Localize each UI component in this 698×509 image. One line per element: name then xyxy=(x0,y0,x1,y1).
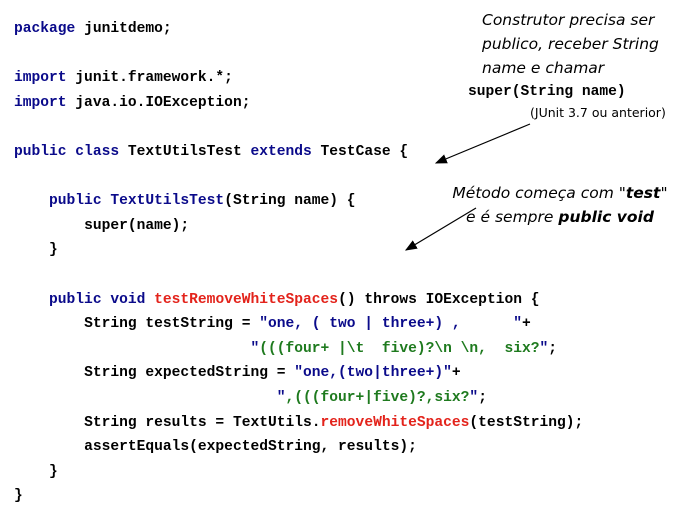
method-note-line2-bold: public void xyxy=(558,208,654,226)
code-line: super(name); xyxy=(14,214,583,239)
code-line: } xyxy=(14,238,583,263)
code-line: "(((four+ |\t five)?\n \n, six?"; xyxy=(14,337,583,362)
code-text: } xyxy=(14,488,23,505)
string-literal: "one,(two|three+)" xyxy=(294,365,452,382)
code-keyword: extends xyxy=(250,143,312,160)
code-text: java.io.IOException; xyxy=(66,94,251,111)
method-name: testRemoveWhiteSpaces xyxy=(154,291,339,308)
code-line: String results = TextUtils.removeWhiteSp… xyxy=(14,411,583,436)
method-arrow xyxy=(404,207,477,251)
code-text: (testString); xyxy=(469,414,584,431)
constructor-arrow xyxy=(434,123,531,164)
code-text: (String name) { xyxy=(224,193,356,210)
code-line: } xyxy=(14,484,583,509)
code-text: } xyxy=(49,242,58,259)
code-line: } xyxy=(14,460,583,485)
constructor-note: Construtor precisa ser publico, receber … xyxy=(468,8,693,122)
constructor-note-line2: publico, receber String xyxy=(482,35,659,53)
code-text: junit.framework.*; xyxy=(66,70,233,87)
code-text: ; xyxy=(478,389,487,406)
method-note-line1: Método começa com "test" xyxy=(440,181,680,205)
method-note: Método começa com "test" e é sempre publ… xyxy=(440,181,680,229)
method-note-prefix: Método começa com " xyxy=(452,184,626,202)
string-literal: "one, ( two | three+) , " xyxy=(259,316,522,333)
method-note-suffix: " xyxy=(660,184,668,202)
code-line: public TextUtilsTest(String name) { xyxy=(14,189,583,214)
code-text: super(name); xyxy=(84,217,190,234)
constructor-note-line1: Construtor precisa ser xyxy=(482,11,655,29)
code-keyword: public class xyxy=(14,143,120,160)
code-line: ",(((four+|five)?,six?"; xyxy=(14,386,583,411)
code-line: import java.io.IOException; xyxy=(14,91,583,116)
constructor-note-line3: name e chamar xyxy=(482,59,605,77)
code-line: public class TextUtilsTest extends TestC… xyxy=(14,140,583,165)
code-text: junitdemo; xyxy=(75,21,172,37)
string-literal: " xyxy=(539,340,549,357)
code-text: + xyxy=(451,365,461,382)
code-line: String expectedString = "one,(two|three+… xyxy=(14,361,583,386)
code-text: String testString = xyxy=(84,316,260,333)
code-keyword: public void xyxy=(49,291,146,308)
code-keyword: public xyxy=(49,193,102,210)
constructor-note-version: (JUnit 3.7 ou anterior) xyxy=(530,105,666,120)
code-text: ; xyxy=(548,340,558,357)
code-listing: package junitdemo; import junit.framework… xyxy=(14,17,583,509)
annotation-arrows xyxy=(404,123,531,251)
code-text: TestCase { xyxy=(311,143,409,160)
string-literal: (((four+ |\t five)?\n \n, six? xyxy=(259,340,540,357)
code-text: () throws IOException { xyxy=(338,291,540,308)
code-text: } xyxy=(49,463,58,480)
code-line: import junit.framework.*; xyxy=(14,66,583,91)
code-keyword: import xyxy=(14,70,67,87)
code-line: package junitdemo; xyxy=(14,17,583,42)
code-line: public void testRemoveWhiteSpaces() thro… xyxy=(14,288,583,313)
code-text: + xyxy=(521,316,531,333)
string-literal: ,(((four+|five)?,six? xyxy=(285,389,470,406)
constructor-note-code: super(String name) xyxy=(468,84,626,100)
string-literal: " xyxy=(469,389,479,406)
code-text: String results = TextUtils. xyxy=(84,414,321,431)
code-text: TextUtilsTest xyxy=(119,143,251,160)
method-note-keyword: test xyxy=(625,184,661,202)
method-name: removeWhiteSpaces xyxy=(320,414,470,431)
constructor-name: TextUtilsTest xyxy=(110,193,225,210)
code-text: String expectedString = xyxy=(84,365,295,382)
string-literal: " xyxy=(276,389,286,406)
method-note-line2: e é sempre public void xyxy=(440,205,680,229)
code-keyword: import xyxy=(14,94,67,111)
string-literal: " xyxy=(250,340,260,357)
method-note-line2-prefix: e é sempre xyxy=(466,208,559,226)
code-line: String testString = "one, ( two | three+… xyxy=(14,312,583,337)
code-keyword: package xyxy=(14,21,76,37)
